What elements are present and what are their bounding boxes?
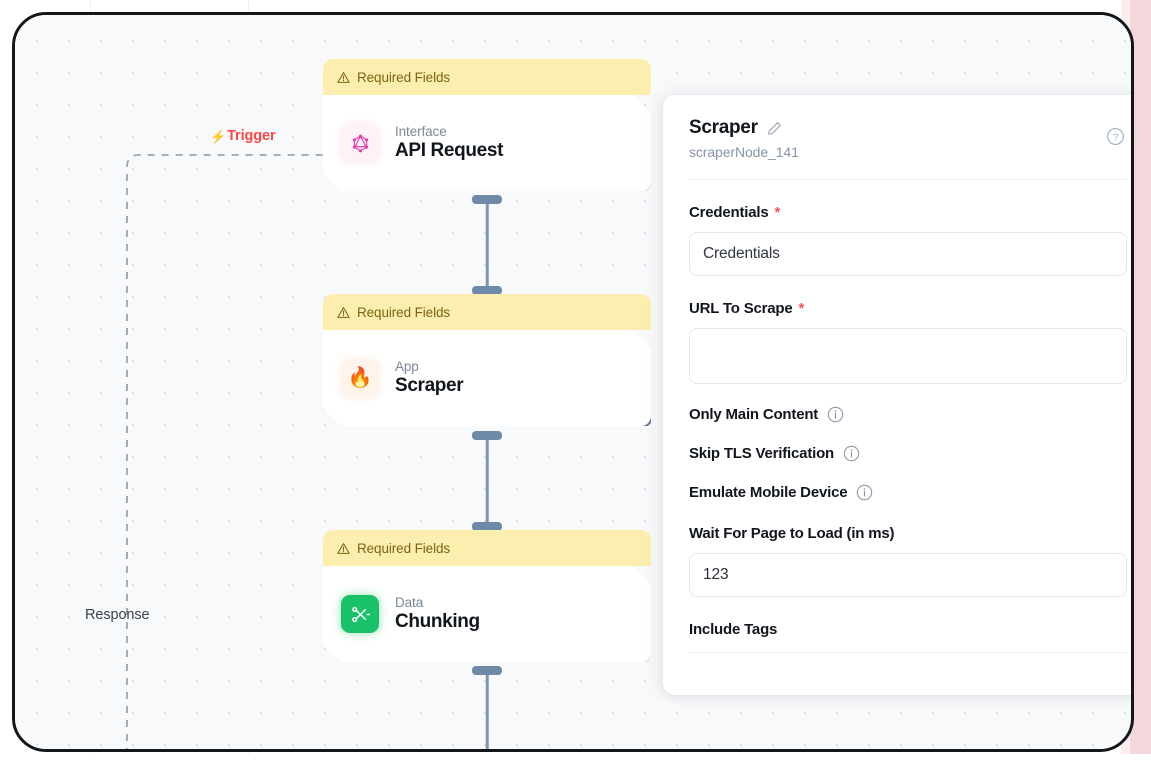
- node-kind: Interface: [395, 124, 447, 139]
- node-chunking[interactable]: Required Fields: [323, 530, 651, 662]
- info-icon[interactable]: [827, 406, 844, 423]
- field-label-text: Only Main Content: [689, 406, 819, 423]
- response-label: Response: [85, 607, 150, 623]
- node-kind: App: [395, 359, 419, 374]
- credentials-select[interactable]: Credentials: [689, 232, 1127, 276]
- field-label-text: Emulate Mobile Device: [689, 484, 848, 501]
- panel-title-row: Scraper: [689, 117, 1127, 139]
- scissors-icon: [341, 595, 379, 633]
- panel-subtitle: scraperNode_141: [689, 144, 799, 160]
- field-label-text: Include Tags: [689, 621, 778, 638]
- svg-text:?: ?: [1113, 132, 1119, 143]
- panel-title: Scraper: [689, 117, 758, 138]
- wait-for-page-input[interactable]: 123: [689, 553, 1127, 597]
- node-warning-text: Required Fields: [357, 69, 451, 85]
- node-warning-text: Required Fields: [357, 304, 451, 320]
- field-wait-for-page-to-load: Wait For Page to Load (in ms) 123: [689, 501, 1127, 597]
- field-label-text: URL To Scrape: [689, 300, 793, 317]
- required-asterisk: *: [798, 300, 805, 317]
- required-asterisk: *: [774, 204, 781, 221]
- field-label: Include Tags: [689, 621, 1127, 638]
- field-url-to-scrape: URL To Scrape *: [689, 276, 1127, 384]
- flame-icon: 🔥: [341, 359, 379, 397]
- node-text: Interface API Request: [395, 124, 503, 162]
- flame-glyph: 🔥: [347, 367, 373, 389]
- field-label: URL To Scrape *: [689, 300, 1127, 317]
- connector-handle-bottom[interactable]: [472, 522, 502, 531]
- graphql-icon: [341, 124, 379, 162]
- field-label: Wait For Page to Load (in ms): [689, 525, 1127, 542]
- connector-handle-top[interactable]: [472, 431, 502, 440]
- question-circle-icon[interactable]: ?: [1106, 127, 1125, 146]
- connector-scraper-to-chunking[interactable]: [470, 431, 504, 531]
- node-text: Data Chunking: [395, 595, 480, 633]
- connector-line: [485, 201, 489, 289]
- node-text: App Scraper: [395, 359, 463, 397]
- node-body[interactable]: Interface API Request: [323, 95, 651, 191]
- field-label-text: Credentials: [689, 204, 769, 221]
- node-properties-panel: Scraper scraperNode_141 ?: [663, 95, 1131, 695]
- url-to-scrape-textarea[interactable]: [689, 328, 1127, 384]
- field-include-tags: Include Tags: [689, 597, 1127, 653]
- device-frame: ⚡ Trigger Response Required Fields: [12, 12, 1134, 752]
- node-body[interactable]: 🔥 App Scraper: [323, 330, 651, 426]
- credentials-value: Credentials: [703, 245, 780, 262]
- node-warning-text: Required Fields: [357, 540, 451, 556]
- connector-handle-bottom[interactable]: [472, 286, 502, 295]
- field-label: Credentials *: [689, 204, 1127, 221]
- field-credentials: Credentials * Credentials: [689, 180, 1127, 276]
- info-icon[interactable]: [856, 484, 873, 501]
- connector-line: [485, 437, 489, 525]
- info-icon[interactable]: [843, 445, 860, 462]
- warning-triangle-icon: [337, 71, 350, 84]
- backdrop-accent: [1130, 0, 1151, 764]
- connector-handle-top[interactable]: [472, 195, 502, 204]
- node-warning-banner: Required Fields: [323, 294, 651, 330]
- node-kind: Data: [395, 595, 424, 610]
- field-label-text: Wait For Page to Load (in ms): [689, 525, 895, 542]
- node-scraper[interactable]: Required Fields 🔥 App Scraper: [323, 294, 651, 426]
- lightning-bolt-icon: ⚡: [210, 128, 227, 144]
- panel-header: Scraper scraperNode_141 ?: [663, 95, 1131, 180]
- node-title: Chunking: [395, 611, 480, 632]
- connector-api-to-scraper[interactable]: [470, 195, 504, 295]
- node-title: Scraper: [395, 375, 464, 396]
- trigger-label: ⚡ Trigger: [210, 128, 276, 144]
- pencil-icon[interactable]: [767, 121, 782, 136]
- node-api-request[interactable]: Required Fields: [323, 59, 651, 191]
- panel-body: Credentials * Credentials URL To Scrape …: [663, 180, 1131, 653]
- field-divider: [689, 652, 1127, 653]
- node-warning-banner: Required Fields: [323, 59, 651, 95]
- backdrop-bottom: [0, 754, 1151, 764]
- trigger-label-text: Trigger: [227, 128, 276, 144]
- wait-for-page-value: 123: [703, 566, 729, 583]
- panel-divider: [689, 179, 1127, 180]
- connector-handle-top[interactable]: [472, 666, 502, 675]
- node-warning-banner: Required Fields: [323, 530, 651, 566]
- field-emulate-mobile-device[interactable]: Emulate Mobile Device: [689, 462, 1127, 501]
- connector-line: [485, 672, 489, 749]
- field-only-main-content[interactable]: Only Main Content: [689, 384, 1127, 423]
- field-label-text: Skip TLS Verification: [689, 445, 835, 462]
- connector-chunking-out[interactable]: [470, 666, 504, 749]
- warning-triangle-icon: [337, 306, 350, 319]
- field-skip-tls-verification[interactable]: Skip TLS Verification: [689, 423, 1127, 462]
- node-body[interactable]: Data Chunking: [323, 566, 651, 662]
- warning-triangle-icon: [337, 542, 350, 555]
- node-title: API Request: [395, 140, 504, 161]
